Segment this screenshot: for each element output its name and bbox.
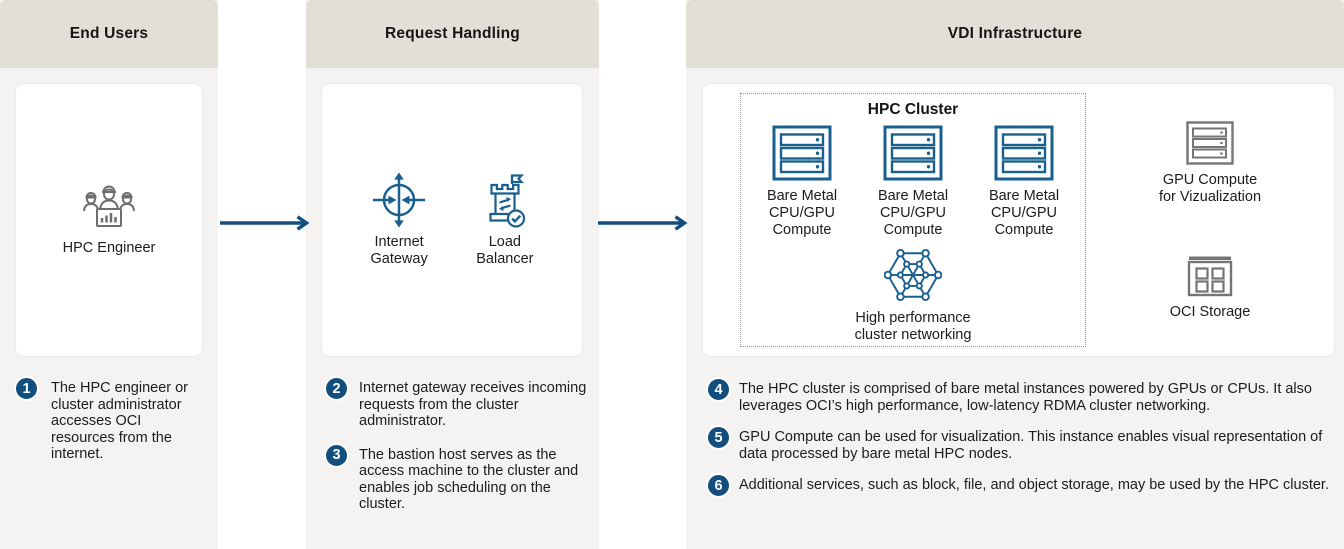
internet-gateway-icon (371, 172, 427, 228)
hpc-cluster-title: HPC Cluster (867, 101, 959, 118)
vdi-infrastructure-card: HPC Cluster Ba (703, 84, 1334, 356)
note-6: 6 Additional services, such as block, fi… (706, 473, 1342, 499)
hpc-engineer-icon (80, 184, 138, 234)
note-4: 4 The HPC cluster is comprised of bare m… (706, 377, 1342, 414)
note-text: Internet gateway receives incoming reque… (359, 380, 587, 430)
oci-storage-label: OCI Storage (1169, 304, 1251, 320)
note-text: GPU Compute can be used for visualizatio… (739, 429, 1323, 462)
oci-storage-icon (1186, 254, 1234, 298)
flow-arrow-icon (597, 215, 689, 231)
step-number-badge: 2 (324, 376, 349, 401)
hpc-cluster-box: HPC Cluster Ba (740, 93, 1086, 347)
cluster-network-icon (884, 246, 942, 304)
note-3: 3 The bastion host serves as the access … (324, 442, 592, 513)
bare-metal-label: Bare Metal CPU/GPU Compute (988, 188, 1060, 238)
note-text: The HPC cluster is comprised of bare met… (739, 381, 1312, 414)
bare-metal-servers-row: Bare Metal CPU/GPU Compute (741, 119, 1085, 238)
bare-metal-label: Bare Metal CPU/GPU Compute (766, 188, 838, 238)
hpc-engineer-item: HPC Engineer (62, 184, 156, 257)
internet-gateway-label: Internet Gateway (370, 234, 428, 267)
load-balancer-icon (477, 172, 533, 228)
note-text: The bastion host serves as the access ma… (359, 446, 579, 513)
end-users-card: HPC Engineer (16, 84, 202, 356)
request-handling-notes: 2 Internet gateway receives incoming req… (324, 376, 592, 513)
gpu-compute-label: GPU Compute for Vizualization (1158, 172, 1262, 205)
step-number-badge: 6 (706, 473, 731, 499)
step-number-badge: 5 (706, 425, 731, 451)
step-number-badge: 1 (14, 376, 39, 401)
end-users-notes: 1 The HPC engineer or cluster administra… (14, 376, 208, 463)
bare-metal-item: Bare Metal CPU/GPU Compute (749, 124, 855, 238)
flow-arrow-icon (219, 215, 311, 231)
load-balancer-item: Load Balancer (476, 172, 533, 268)
note-5: 5 GPU Compute can be used for visualizat… (706, 425, 1342, 462)
step-number-badge: 4 (706, 377, 731, 402)
step-number-badge: 3 (324, 442, 349, 468)
note-text: The HPC engineer or cluster administrato… (51, 380, 189, 463)
note-1: 1 The HPC engineer or cluster administra… (14, 376, 208, 463)
request-handling-card: Internet Gateway (322, 84, 582, 356)
cluster-networking-label: High performance cluster networking (854, 310, 972, 344)
bare-metal-server-icon (993, 124, 1055, 182)
bare-metal-server-icon (882, 124, 944, 182)
load-balancer-label: Load Balancer (476, 234, 534, 267)
hpc-engineer-label: HPC Engineer (62, 239, 156, 256)
cluster-networking-item: High performance cluster networking (741, 246, 1085, 344)
vdi-infrastructure-notes: 4 The HPC cluster is comprised of bare m… (706, 377, 1342, 499)
bare-metal-item: Bare Metal CPU/GPU Compute (971, 124, 1077, 238)
bare-metal-server-icon (771, 124, 833, 182)
bare-metal-label: Bare Metal CPU/GPU Compute (877, 188, 949, 238)
column-header-request-handling: Request Handling (306, 0, 599, 68)
oci-storage-item: OCI Storage (1086, 254, 1334, 321)
note-2: 2 Internet gateway receives incoming req… (324, 376, 592, 430)
gpu-compute-icon (1185, 120, 1235, 166)
bare-metal-item: Bare Metal CPU/GPU Compute (860, 124, 966, 238)
column-header-vdi-infrastructure: VDI Infrastructure (686, 0, 1344, 68)
note-text: Additional services, such as block, file… (739, 477, 1329, 494)
internet-gateway-item: Internet Gateway (371, 172, 428, 268)
column-header-end-users: End Users (0, 0, 218, 68)
gpu-compute-item: GPU Compute for Vizualization (1086, 120, 1334, 206)
